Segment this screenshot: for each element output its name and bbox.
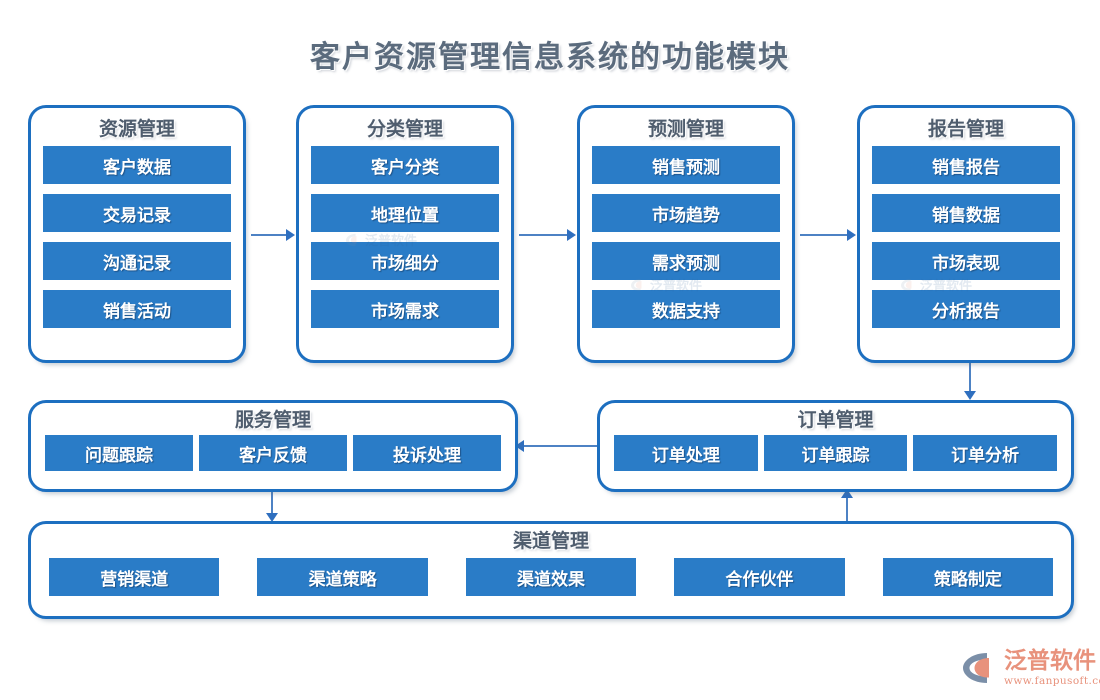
module-item[interactable]: 地理位置: [311, 194, 499, 232]
module-forecast-management[interactable]: 预测管理 销售预测 市场趋势 需求预测 数据支持: [577, 105, 795, 363]
logo-text-wrap: 泛普软件 www.fanpusoft.com: [1004, 647, 1100, 687]
module-title-service: 服务管理: [234, 409, 311, 431]
module-item[interactable]: 问题跟踪: [45, 435, 193, 471]
module-title-report: 报告管理: [927, 118, 1004, 140]
connector-channel-to-order-arrow: [841, 489, 853, 498]
module-item[interactable]: 销售数据: [872, 194, 1060, 232]
connector-category-to-forecast-arrow: [567, 229, 576, 241]
module-item[interactable]: 订单跟踪: [763, 435, 908, 471]
module-item[interactable]: 市场需求: [311, 290, 499, 328]
module-item[interactable]: 渠道策略: [257, 558, 428, 596]
module-channel-management[interactable]: 渠道管理 营销渠道 渠道策略 渠道效果 合作伙伴 策略制定: [28, 521, 1074, 619]
module-item[interactable]: 客户分类: [311, 146, 499, 184]
connector-service-to-channel-line: [271, 491, 273, 517]
module-category-management[interactable]: 分类管理 客户分类 地理位置 市场细分 市场需求: [296, 105, 514, 363]
module-item[interactable]: 交易记录: [43, 194, 231, 232]
module-item[interactable]: 销售活动: [43, 290, 231, 328]
brand-logo: 泛普软件 www.fanpusoft.com: [962, 645, 1100, 691]
connector-report-to-order-line: [969, 362, 971, 394]
module-item[interactable]: 客户数据: [43, 146, 231, 184]
connector-report-to-order-arrow: [964, 391, 976, 400]
module-item[interactable]: 投诉处理: [353, 435, 501, 471]
module-item[interactable]: 销售预测: [592, 146, 780, 184]
fanpu-logo-icon: [963, 653, 989, 683]
module-report-management[interactable]: 报告管理 销售报告 销售数据 市场表现 分析报告: [857, 105, 1075, 363]
module-title-forecast: 预测管理: [647, 118, 724, 140]
connector-order-to-service-arrow: [515, 440, 524, 452]
module-item[interactable]: 渠道效果: [465, 558, 637, 596]
module-item-row: 问题跟踪 客户反馈 投诉处理: [45, 435, 501, 471]
module-resource-management[interactable]: 资源管理 客户数据 交易记录 沟通记录 销售活动: [28, 105, 246, 363]
connector-resource-to-category-line: [251, 234, 289, 236]
module-item-row: 营销渠道 渠道策略 渠道效果 合作伙伴 策略制定: [49, 558, 1054, 596]
module-item[interactable]: 需求预测: [592, 242, 780, 280]
connector-resource-to-category-arrow: [286, 229, 295, 241]
module-item[interactable]: 订单处理: [614, 435, 758, 471]
logo-url: www.fanpusoft.com: [1004, 674, 1100, 687]
logo-name: 泛普软件: [1004, 647, 1096, 674]
page-title: 客户资源管理信息系统的功能模块: [310, 40, 790, 75]
module-item[interactable]: 客户反馈: [199, 435, 347, 471]
module-item[interactable]: 市场趋势: [592, 194, 780, 232]
module-order-management[interactable]: 订单管理 订单处理 订单跟踪 订单分析: [597, 400, 1074, 492]
module-title-channel: 渠道管理: [512, 530, 589, 552]
connector-channel-to-order-line: [846, 496, 848, 522]
module-title-category: 分类管理: [366, 118, 443, 140]
module-item[interactable]: 沟通记录: [43, 242, 231, 280]
module-item[interactable]: 数据支持: [592, 290, 780, 328]
connector-service-to-channel-arrow: [266, 513, 278, 522]
module-item[interactable]: 策略制定: [882, 558, 1054, 596]
module-item[interactable]: 市场表现: [872, 242, 1060, 280]
module-item[interactable]: 销售报告: [872, 146, 1060, 184]
module-title-order: 订单管理: [797, 409, 874, 431]
module-title-resource: 资源管理: [98, 118, 175, 140]
connector-category-to-forecast-line: [519, 234, 570, 236]
module-item-row: 订单处理 订单跟踪 订单分析: [614, 435, 1058, 471]
module-item[interactable]: 市场细分: [311, 242, 499, 280]
module-item[interactable]: 订单分析: [913, 435, 1058, 471]
connector-forecast-to-report-line: [800, 234, 850, 236]
module-service-management[interactable]: 服务管理 问题跟踪 客户反馈 投诉处理: [28, 400, 518, 492]
module-item[interactable]: 营销渠道: [49, 558, 220, 596]
connector-order-to-service-line: [522, 445, 600, 447]
connector-forecast-to-report-arrow: [847, 229, 856, 241]
module-item[interactable]: 分析报告: [872, 290, 1060, 328]
module-item[interactable]: 合作伙伴: [674, 558, 845, 596]
